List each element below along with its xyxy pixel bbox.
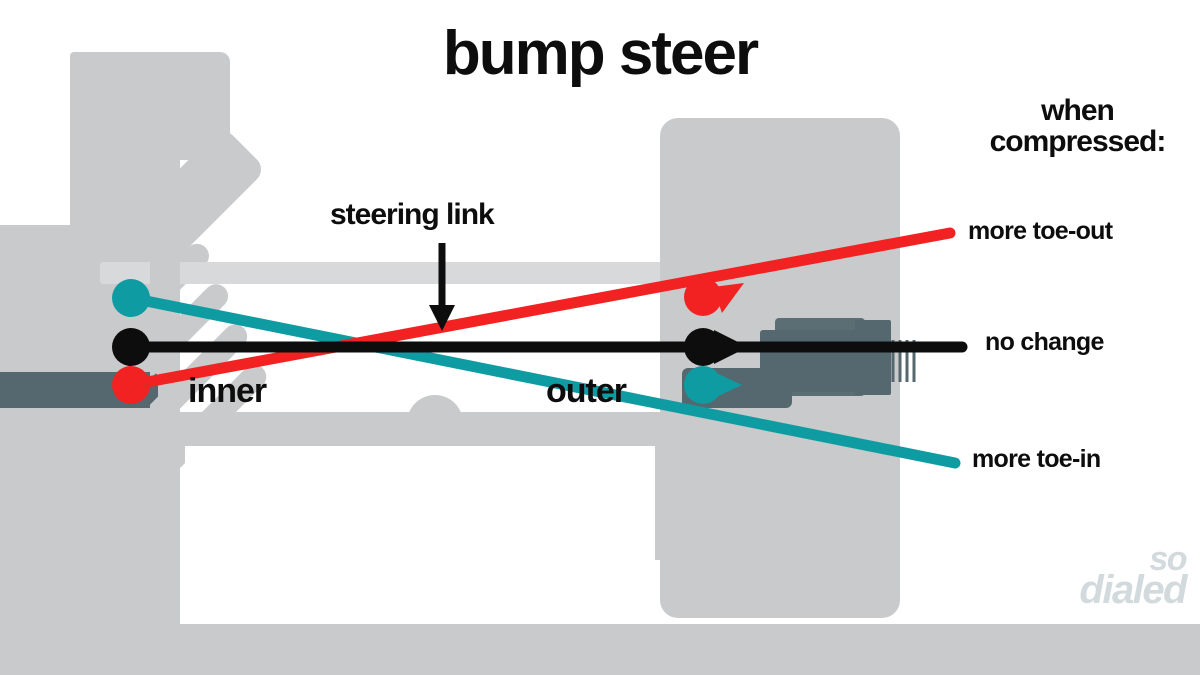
link-more-toe-out	[112, 227, 956, 404]
link-no-change	[112, 328, 968, 366]
upper-rail-overlay	[180, 262, 660, 284]
more-toe-out-label: more toe-out	[968, 217, 1113, 245]
watermark-line-2: dialed	[1079, 568, 1187, 613]
inner-pivot-label: inner	[188, 372, 267, 410]
link-more-toe-in	[112, 279, 961, 469]
ball-joint-overlay	[407, 395, 463, 451]
page-title: bump steer	[442, 19, 759, 88]
brand-watermark: so dialed	[1079, 540, 1187, 613]
lower-white-band	[185, 446, 655, 621]
steering-link-arrow	[429, 243, 455, 331]
more-toe-in-label: more toe-in	[972, 445, 1101, 473]
no-change-label: no change	[985, 328, 1104, 356]
ground-bar	[0, 624, 1200, 675]
coil-spring-overlay	[150, 160, 267, 470]
outer-pivot-label: outer	[546, 372, 627, 410]
knuckle-lower-extension	[640, 440, 750, 560]
watermark-line-1: so	[1149, 540, 1187, 579]
steering-link-label: steering link	[330, 198, 495, 231]
when-compressed-heading: when compressed:	[989, 94, 1167, 158]
